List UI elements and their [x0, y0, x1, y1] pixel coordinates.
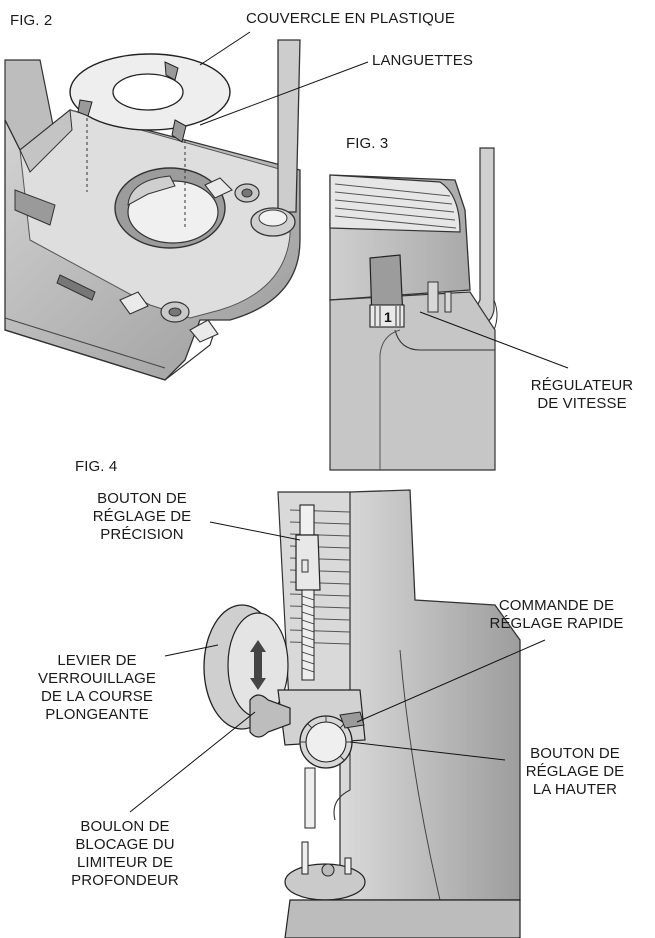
- fig4-caption: FIG. 4: [75, 458, 118, 475]
- label-precision-line-1: BOUTON DE: [97, 490, 187, 507]
- label-regulateur-line-2: DE VITESSE: [537, 395, 627, 412]
- fig3-caption: FIG. 3: [346, 135, 389, 152]
- label-hauteur-line-1: BOUTON DE: [530, 745, 620, 762]
- speed-dial-number: 1: [384, 309, 392, 325]
- label-boulon-line-4: PROFONDEUR: [71, 872, 179, 889]
- label-levier-line-2: VERROUILLAGE: [38, 670, 156, 687]
- fig3-drawing: 1: [329, 147, 569, 471]
- label-regulateur-line-1: RÉGULATEUR: [530, 377, 634, 394]
- fig2-caption: FIG. 2: [10, 12, 53, 29]
- label-bouton-reglage-hauteur: BOUTON DE RÉGLAGE DE LA HAUTER: [510, 745, 640, 799]
- label-commande-line-2: RÉGLAGE RAPIDE: [489, 615, 624, 632]
- label-precision-line-3: PRÉCISION: [100, 526, 184, 543]
- label-commande-reglage-rapide: COMMANDE DE RÉGLAGE RAPIDE: [474, 597, 639, 633]
- label-precision-line-2: RÉGLAGE DE: [92, 508, 192, 525]
- label-hauteur-line-3: LA HAUTER: [532, 781, 618, 798]
- label-levier-line-1: LEVIER DE: [57, 652, 137, 669]
- fig2-drawing: [4, 31, 369, 381]
- label-hauteur-line-2: RÉGLAGE DE: [525, 763, 625, 780]
- fig4-drawing: [129, 489, 546, 938]
- label-boulon-line-2: BLOCAGE DU: [75, 836, 175, 853]
- label-boulon-line-3: LIMITEUR DE: [76, 854, 174, 871]
- label-levier-line-4: PLONGEANTE: [45, 706, 149, 723]
- label-bouton-reglage-precision: BOUTON DE RÉGLAGE DE PRÉCISION: [82, 490, 202, 544]
- label-languettes: LANGUETTES: [372, 52, 474, 69]
- label-commande-line-1: COMMANDE DE: [498, 597, 615, 614]
- label-couvercle-en-plastique: COUVERCLE EN PLASTIQUE: [246, 10, 455, 27]
- label-regulateur-de-vitesse: RÉGULATEUR DE VITESSE: [522, 377, 642, 413]
- label-levier-verrouillage: LEVIER DE VERROUILLAGE DE LA COURSE PLON…: [32, 652, 162, 724]
- label-boulon-blocage-limiteur: BOULON DE BLOCAGE DU LIMITEUR DE PROFOND…: [60, 818, 190, 890]
- label-levier-line-3: DE LA COURSE: [40, 688, 154, 705]
- label-boulon-line-1: BOULON DE: [80, 818, 170, 835]
